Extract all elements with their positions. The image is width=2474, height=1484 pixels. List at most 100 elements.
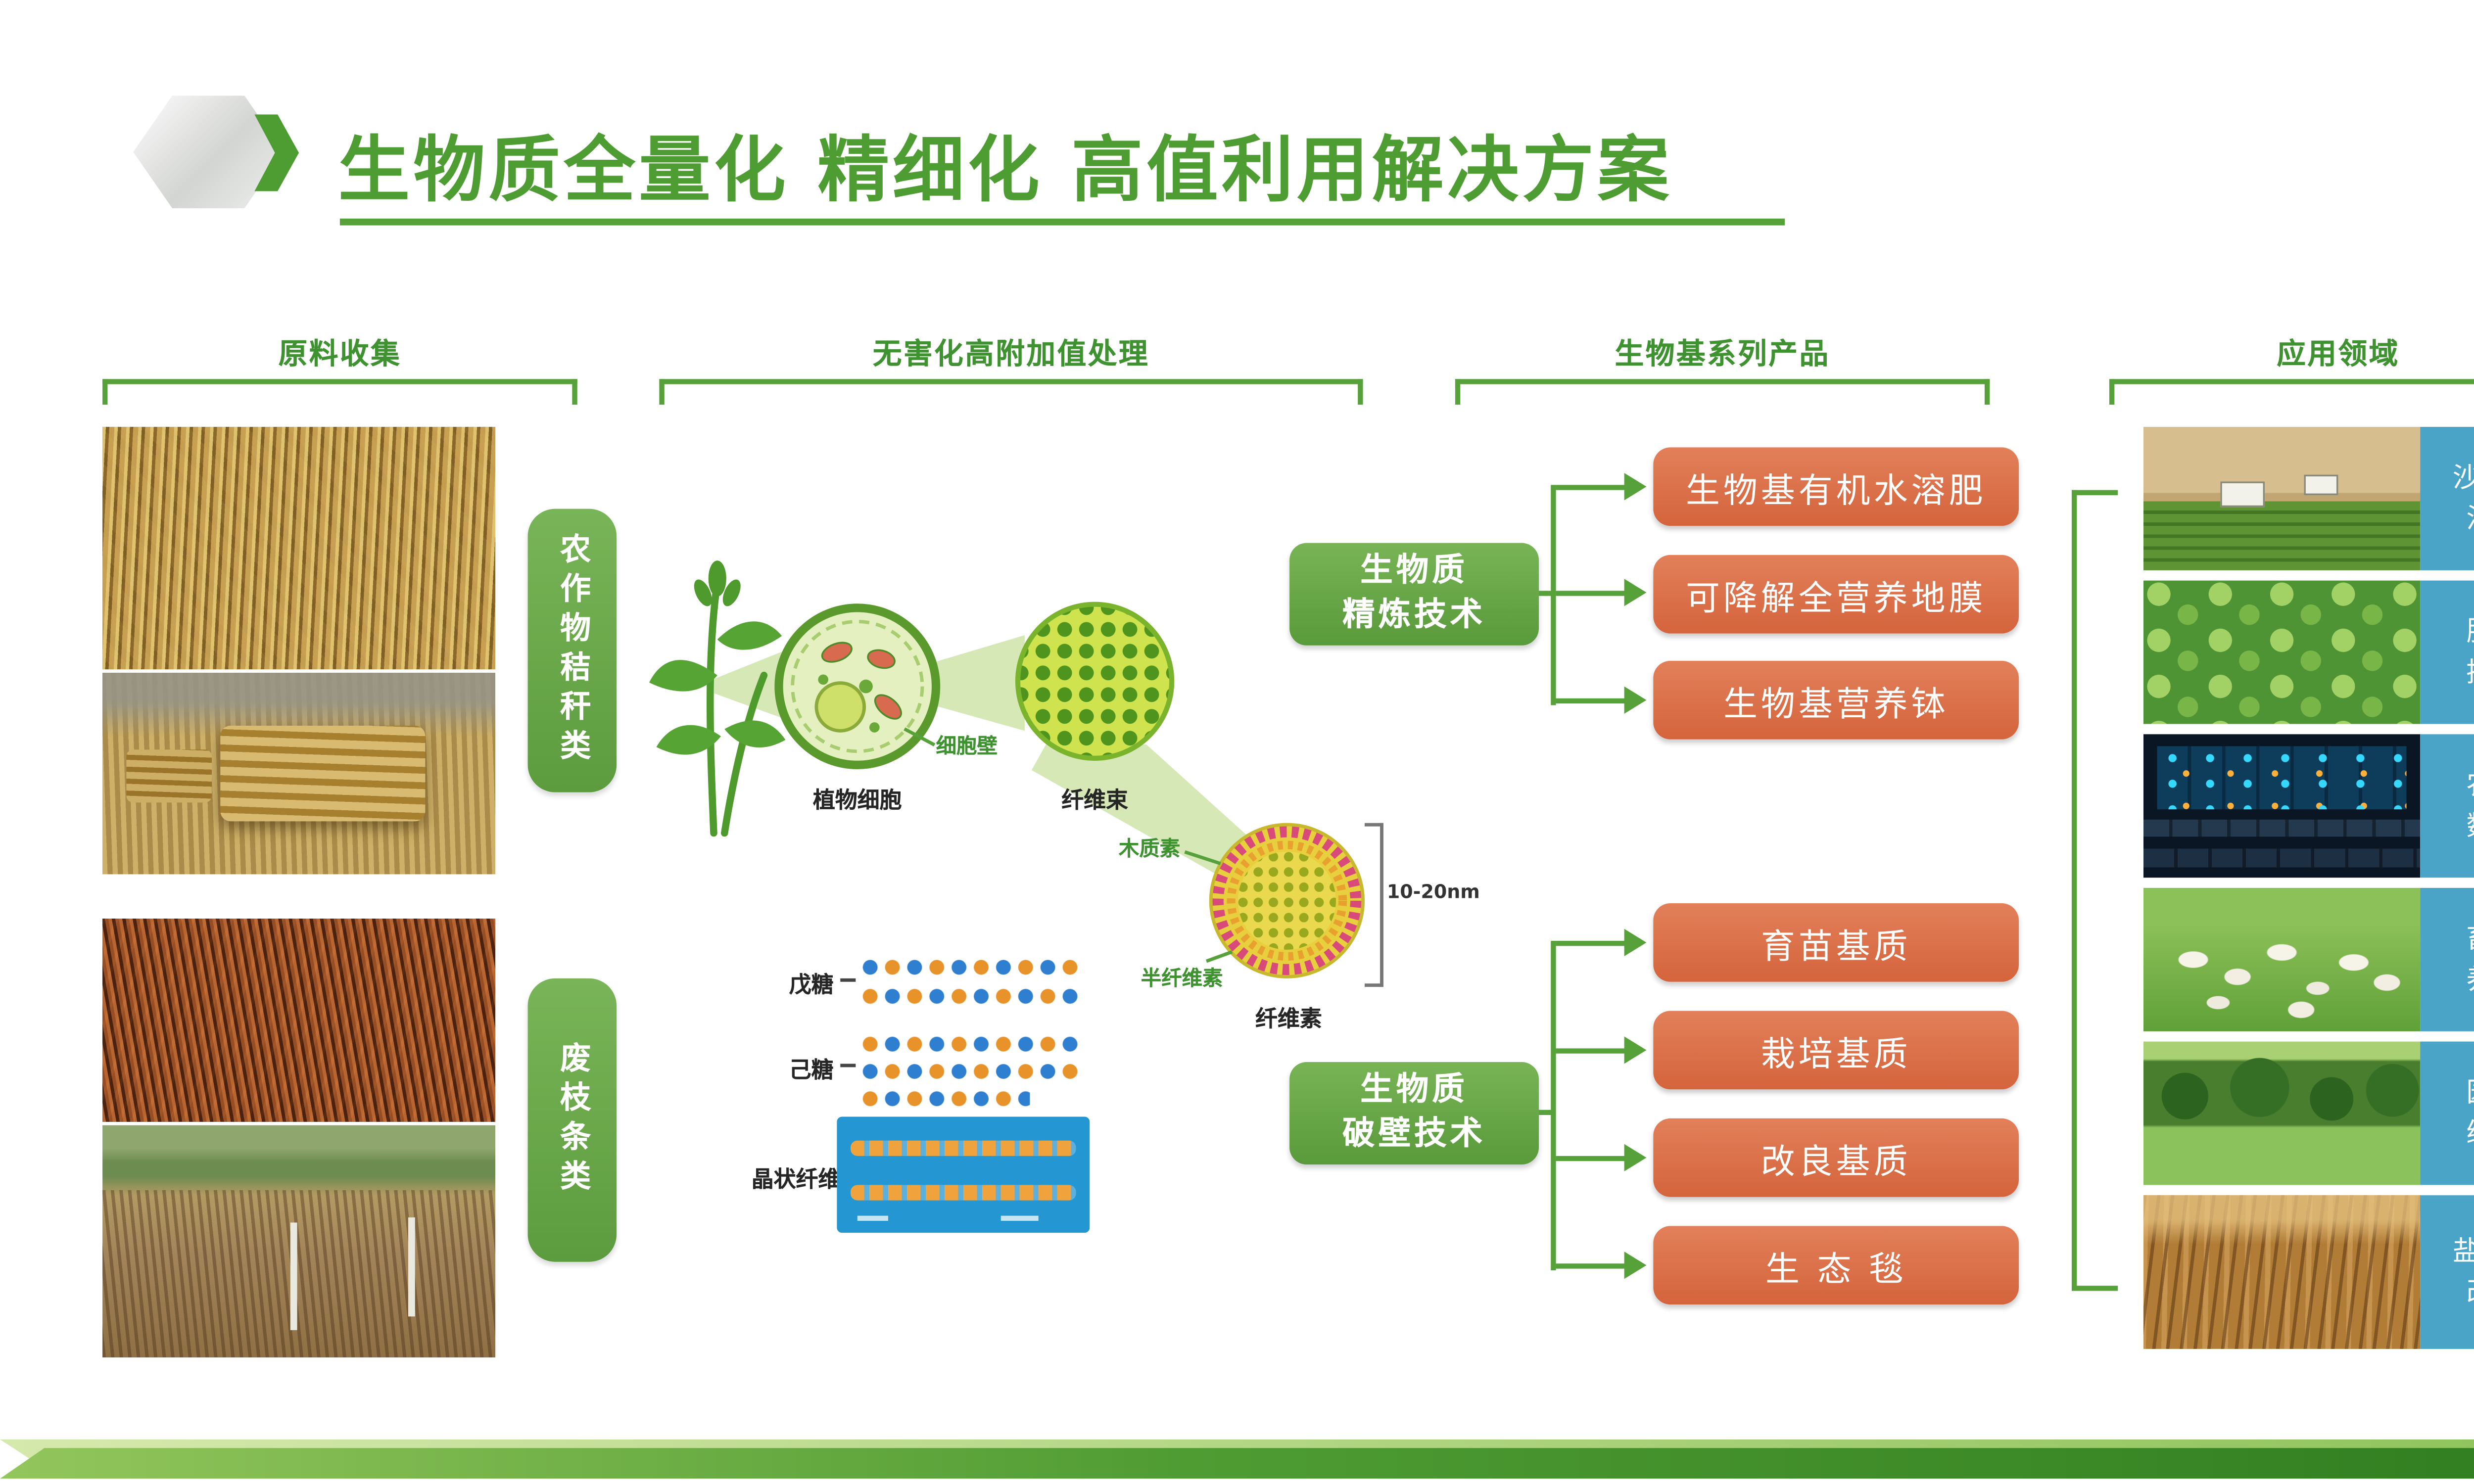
app-label-saline-land: 盐碱地 改良 <box>2420 1195 2474 1349</box>
section-header-applications: 应用领域 <box>2277 338 2400 372</box>
arrow-right-icon <box>1624 1036 1647 1064</box>
app-label-line: 沙漠化 <box>2453 458 2474 499</box>
app-label-agri-data: 农业 数据 <box>2420 734 2474 878</box>
label-hemicellulose: 半纤维素 <box>1141 966 1223 991</box>
product-button-ecological-blanket: 生 态 毯 <box>1653 1226 2019 1305</box>
app-label-line: 盐碱地 <box>2453 1231 2474 1272</box>
footer-ribbon-dark <box>0 1448 2474 1479</box>
section-header-materials: 原料收集 <box>278 338 402 372</box>
product-button-nutrient-bowl: 生物基营养钵 <box>1653 660 2019 740</box>
arrow-right-icon <box>1624 579 1647 606</box>
app-label-landscaping: 园林 绿化 <box>2420 1041 2474 1185</box>
photo-orchard-branches <box>102 1125 496 1358</box>
photo-corn-stalks <box>102 426 496 670</box>
technique-breaking-line2: 破壁技术 <box>1342 1115 1486 1153</box>
product-button-degradable-mulch-film: 可降解全营养地膜 <box>1653 555 2019 634</box>
technique-refining-line2: 精炼技术 <box>1342 596 1486 634</box>
hexose-molecule-row <box>859 1062 1085 1081</box>
control-room-desk <box>2143 849 2421 868</box>
arrow-right-icon <box>1624 686 1647 714</box>
field-sign <box>2221 481 2266 507</box>
straw-bale-small <box>126 749 213 802</box>
control-room-desk <box>2143 820 2421 837</box>
app-label-livestock: 畜牧 养殖 <box>2420 887 2474 1031</box>
connector-refining-stub <box>1539 591 1555 596</box>
app-label-line: 提升 <box>2466 652 2474 694</box>
label-fiber-bundle: 纤维束 <box>1061 788 1128 815</box>
connector-refining-vertical <box>1551 485 1556 705</box>
bracket-applications <box>2109 379 2474 405</box>
crystal-caption-mark <box>1000 1215 1039 1221</box>
arrow-right-icon <box>1624 1252 1647 1279</box>
connector-refining-branch <box>1556 698 1628 704</box>
product-button-seedling-substrate: 育苗基质 <box>1653 903 2019 982</box>
pentose-molecule-row <box>859 958 1085 977</box>
app-label-line: 数据 <box>2466 806 2474 847</box>
connector-refining-branch <box>1556 485 1628 490</box>
app-label-line: 养殖 <box>2466 960 2474 1001</box>
label-fiber-size: 10-20nm <box>1386 881 1480 903</box>
fiber-bundle-diagram <box>1011 598 1178 765</box>
hexose-dash <box>840 1064 856 1067</box>
app-label-line: 绿化 <box>2466 1113 2474 1155</box>
connector-breaking-stub <box>1539 1110 1555 1115</box>
hexose-molecule-row <box>859 1089 1030 1109</box>
connector-breaking-branch <box>1556 1156 1628 1161</box>
arrow-right-icon <box>1624 928 1647 956</box>
app-photo-agri-data <box>2143 734 2421 878</box>
technique-refining-line1: 生物质 <box>1360 552 1468 590</box>
fiber-size-measure <box>1364 823 1383 987</box>
connector-refining-branch <box>1556 591 1628 596</box>
arrow-right-icon <box>1624 473 1647 501</box>
technique-box-wall-breaking: 生物质 破壁技术 <box>1289 1062 1539 1165</box>
fiber-cross-section-diagram <box>1206 820 1368 982</box>
section-header-processing: 无害化高附加值处理 <box>872 338 1150 372</box>
app-label-line: 园林 <box>2466 1072 2474 1113</box>
slide-title: 生物质全量化 精细化 高值利用解决方案 <box>338 128 1673 212</box>
label-pentose: 戊糖 <box>789 973 834 999</box>
app-photo-landscaping <box>2143 1041 2421 1185</box>
connector-breaking-branch <box>1556 1048 1628 1054</box>
connector-breaking-vertical <box>1551 940 1556 1271</box>
bracket-materials <box>102 379 577 405</box>
field-sign <box>2304 474 2338 495</box>
product-button-improvement-substrate: 改良基质 <box>1653 1118 2019 1197</box>
label-cell-wall: 细胞壁 <box>936 734 998 758</box>
applications-bracket <box>2072 490 2118 1291</box>
fence-post <box>409 1218 416 1316</box>
title-underline <box>339 218 1785 226</box>
label-plant-cell: 植物细胞 <box>812 788 902 815</box>
app-label-line: 治理 <box>2466 499 2474 540</box>
hexagon-icon <box>133 95 284 209</box>
pentose-dash <box>840 978 856 982</box>
category-pill-waste-branches: 废枝条类 <box>527 978 617 1262</box>
label-hexose: 己糖 <box>789 1059 834 1084</box>
section-header-products: 生物基系列产品 <box>1615 338 1830 372</box>
photo-waste-twigs <box>102 919 496 1122</box>
plant-icon <box>642 550 793 837</box>
crystalline-cellulose-diagram <box>837 1116 1090 1233</box>
crystal-caption-mark <box>857 1215 888 1221</box>
pentose-molecule-row <box>859 987 1085 1006</box>
cellulose-chain <box>850 1185 1076 1201</box>
app-photo-saline-land <box>2143 1195 2421 1349</box>
technique-breaking-line1: 生物质 <box>1360 1071 1468 1109</box>
control-room-screens <box>2157 745 2407 809</box>
app-photo-desert-control <box>2143 426 2421 570</box>
connector-breaking-branch <box>1556 1263 1628 1269</box>
hexose-molecule-row <box>859 1034 1085 1054</box>
app-label-line: 肥力 <box>2466 611 2474 652</box>
app-label-line: 农业 <box>2466 765 2474 806</box>
connector-breaking-branch <box>1556 940 1628 946</box>
bracket-processing <box>659 379 1363 405</box>
straw-bale-large <box>220 725 425 822</box>
app-label-line: 畜牧 <box>2466 919 2474 960</box>
app-label-line: 改良 <box>2466 1272 2474 1313</box>
app-photo-fertility <box>2143 580 2421 724</box>
label-cellulose: 纤维素 <box>1255 1007 1322 1033</box>
arrow-right-icon <box>1624 1144 1647 1171</box>
fence-post <box>291 1222 298 1330</box>
technique-box-refining: 生物质 精炼技术 <box>1289 543 1539 646</box>
photo-straw-bales <box>102 673 496 875</box>
